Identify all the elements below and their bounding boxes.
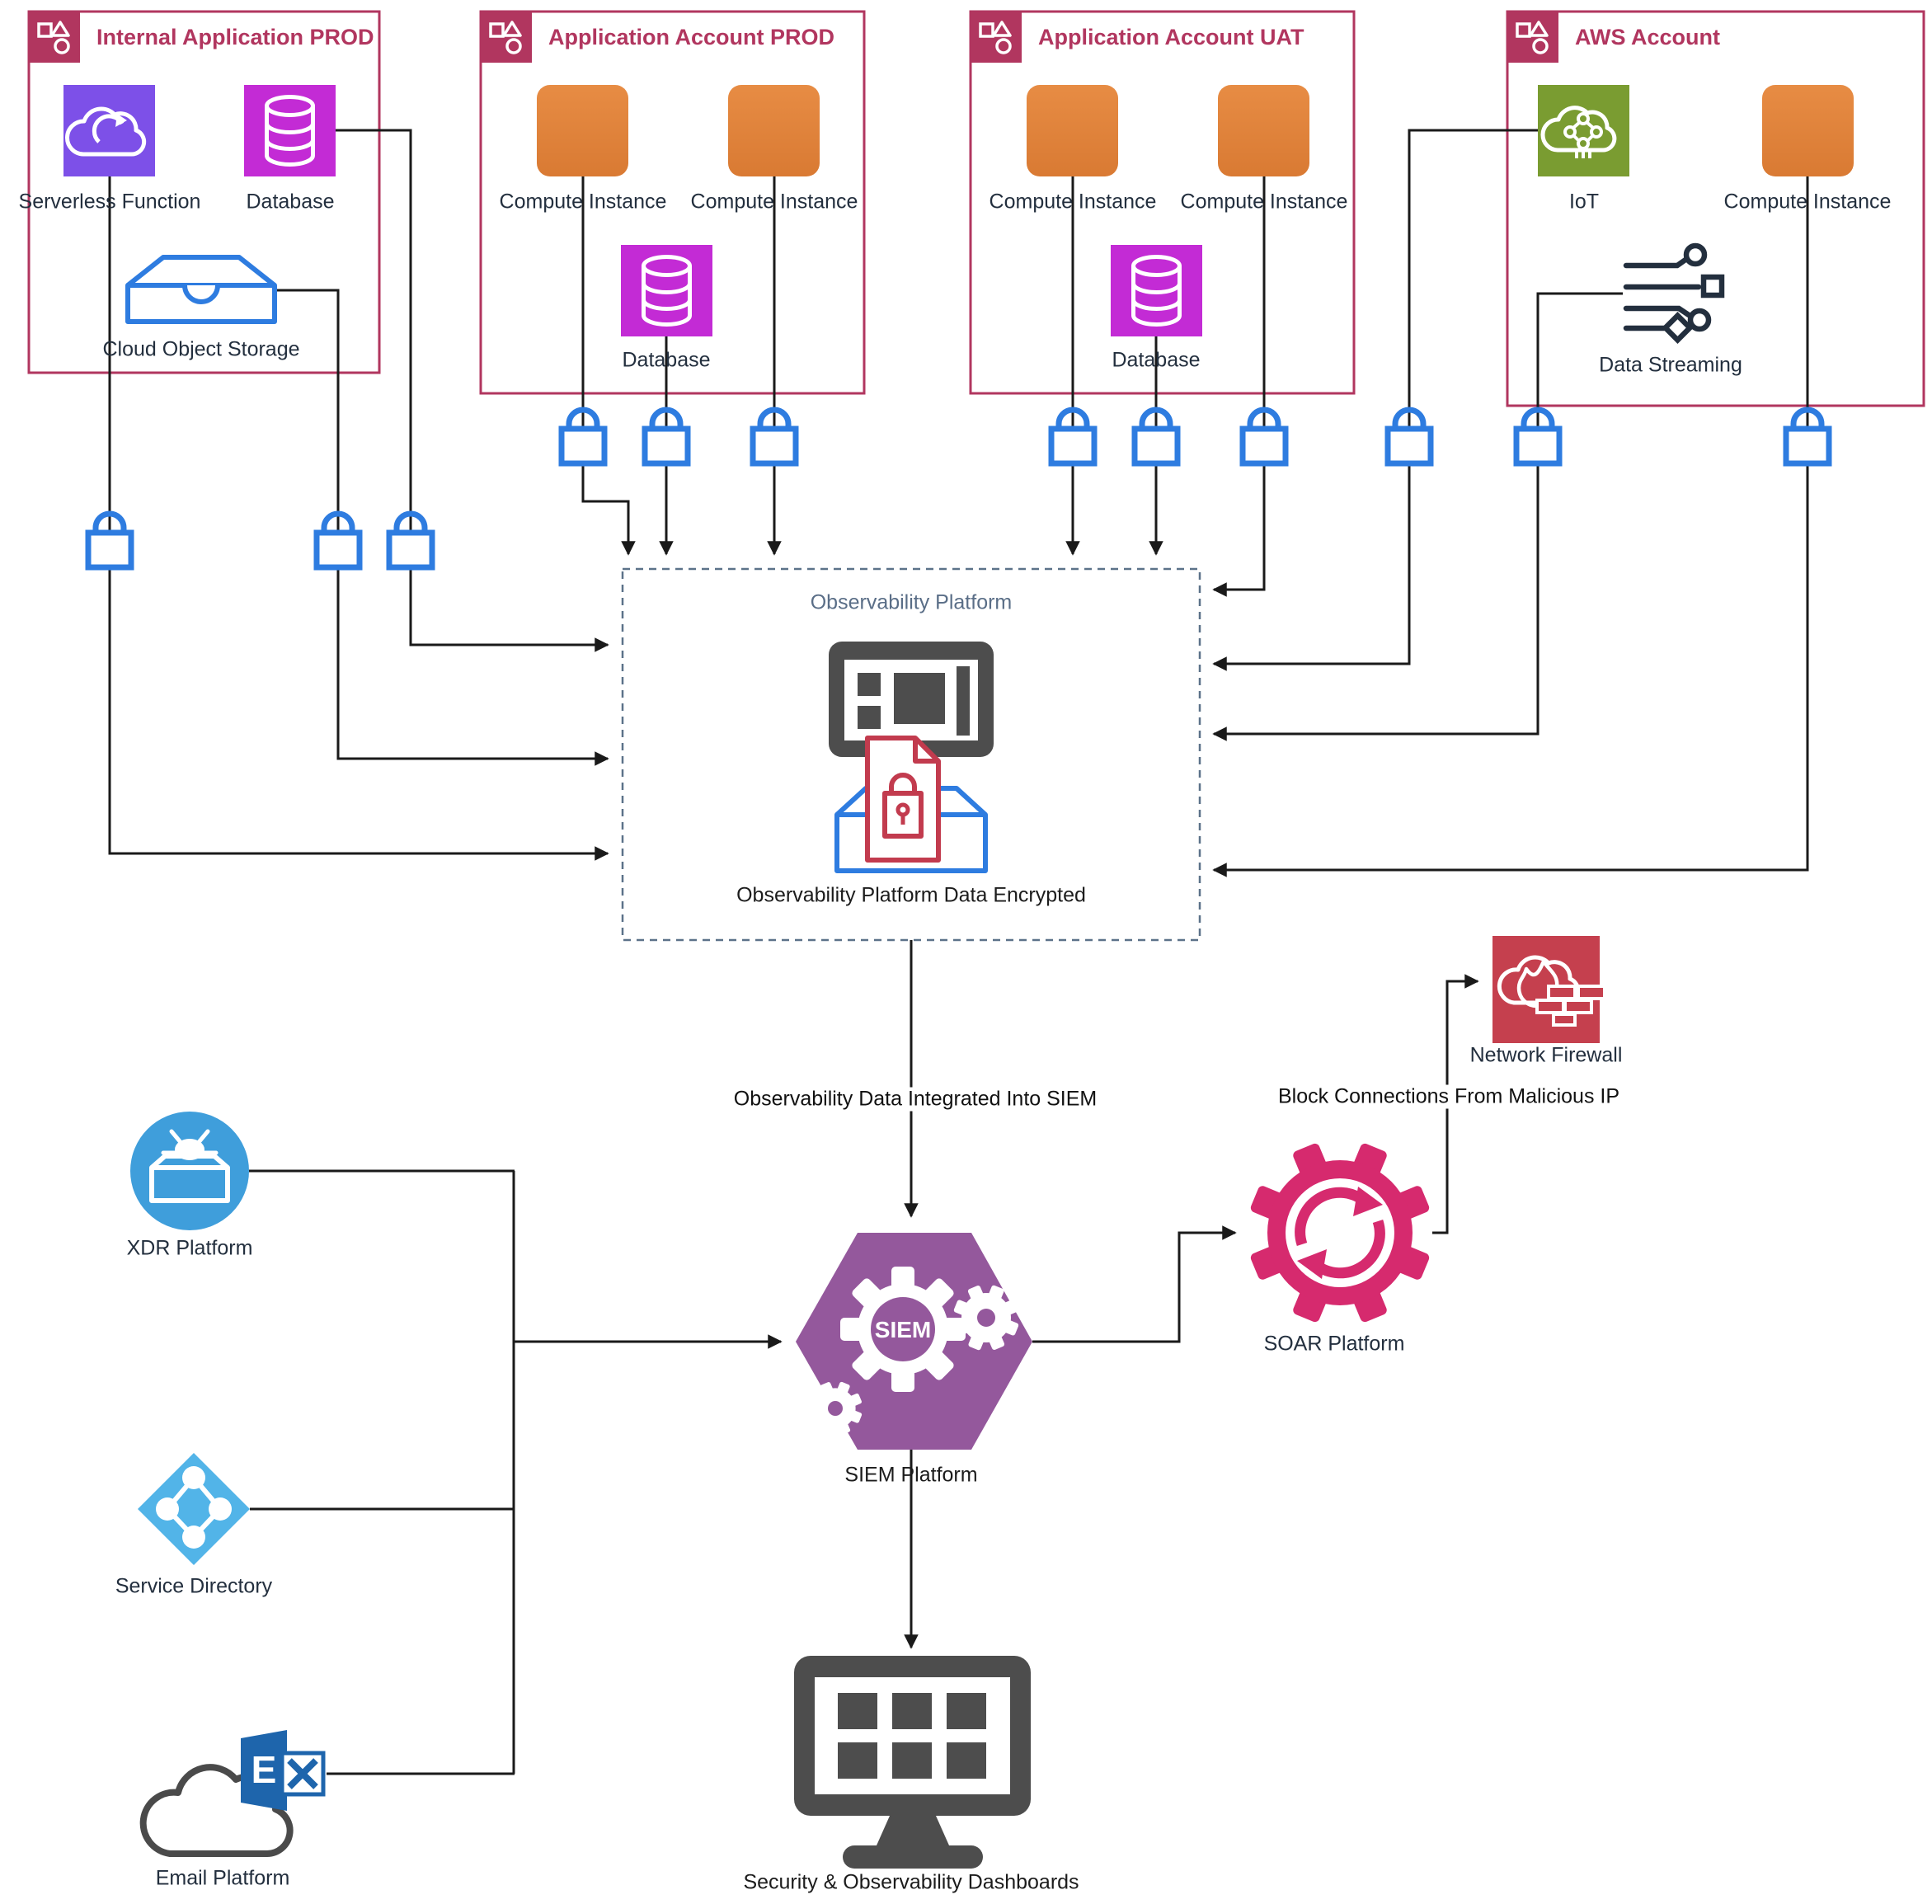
database-label-uat: Database [1112,348,1201,372]
compute-instance-label: Compute Instance [499,190,667,214]
email-platform-icon: E [139,1730,326,1857]
iot-label: IoT [1568,190,1600,214]
service-directory-icon [138,1453,250,1565]
box-title-app-prod: Application Account PROD [548,25,835,49]
compute-instance-icon [537,85,820,176]
cloud-object-storage-label: Cloud Object Storage [102,337,300,361]
encryption-locks [88,410,1829,567]
soar-platform-icon [1250,1143,1430,1323]
cloud-object-storage-icon [125,255,277,324]
exchange-e-glyph: E [251,1748,277,1791]
group-application-account-prod [479,10,866,395]
observability-dashboard-icon [829,642,994,757]
observability-encrypted-label: Observability Platform Data Encrypted [736,883,1086,907]
data-streaming-icon [1623,242,1725,344]
box-title-internal-prod: Internal Application PROD [96,25,374,49]
encrypted-data-icon [834,736,988,873]
compute-instance-label: Compute Instance [1723,190,1892,214]
data-streaming-label: Data Streaming [1599,353,1742,377]
soar-platform-label: SOAR Platform [1263,1332,1405,1356]
compute-instance-label: Compute Instance [690,190,858,214]
xdr-platform-label: XDR Platform [126,1236,253,1260]
database-icon-internal [244,85,336,176]
service-directory-label: Service Directory [115,1574,273,1598]
xdr-platform-icon [130,1112,249,1230]
iot-icon [1538,85,1629,176]
database-label-internal: Database [246,190,335,214]
dashboards-monitor-icon [794,1656,1031,1869]
siem-platform-label: SIEM Platform [844,1463,978,1487]
email-platform-label: Email Platform [155,1866,290,1890]
database-icon-uat [1111,245,1202,336]
network-firewall-icon [1492,936,1606,1043]
database-icon-prod [621,245,712,336]
group-aws-account [1506,10,1925,407]
edge-label-block-ip: Block Connections From Malicious IP [1271,1084,1627,1109]
compute-instance-label: Compute Instance [989,190,1157,214]
siem-hexagon-text: SIEM [875,1317,931,1342]
serverless-function-label: Serverless Function [18,190,201,214]
dashboards-label: Security & Observability Dashboards [743,1870,1079,1894]
serverless-function-icon [63,85,155,176]
network-firewall-label: Network Firewall [1469,1043,1623,1067]
group-internal-application-prod [27,10,381,374]
compute-instance-label: Compute Instance [1180,190,1348,214]
group-application-account-uat [969,10,1356,395]
compute-instance-icon-uat [1027,85,1309,176]
observability-platform-title: Observability Platform [810,590,1013,614]
database-label-prod: Database [622,348,711,372]
box-title-aws: AWS Account [1575,25,1721,49]
edge-label-siem-integration: Observability Data Integrated Into SIEM [726,1087,1104,1112]
box-title-app-uat: Application Account UAT [1038,25,1304,49]
compute-instance-icon-aws [1762,85,1854,176]
siem-platform-icon: SIEM [796,1233,1032,1450]
